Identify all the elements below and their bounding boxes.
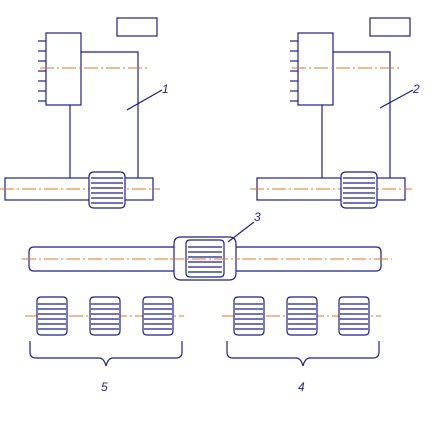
gear-set-4-gear-a <box>233 296 265 336</box>
assembly-1-frame <box>81 51 139 178</box>
gear-set-5-gear-a <box>36 296 68 336</box>
assembly-1-head <box>45 32 82 106</box>
assembly-2-head <box>297 32 334 106</box>
gear-set-4-gear-b <box>286 296 318 336</box>
label-4: 4 <box>298 380 305 394</box>
assembly-2-gear <box>340 171 378 209</box>
assembly-3-shaft <box>28 246 382 272</box>
assembly-2-frame <box>333 51 391 178</box>
assembly-1-gear <box>88 171 126 209</box>
gear-set-4-gear-c <box>338 296 370 336</box>
label-1: 1 <box>162 82 169 96</box>
label-5: 5 <box>101 380 108 394</box>
gear-set-4: 4 <box>222 296 381 394</box>
label-2: 2 <box>412 82 420 96</box>
gear-set-5-brace <box>29 341 183 367</box>
assembly-1-leader <box>126 89 163 111</box>
assembly-2-leader <box>379 89 414 109</box>
label-3: 3 <box>254 210 261 224</box>
assembly-3-leader <box>227 221 255 243</box>
gear-set-5: 5 <box>25 296 184 394</box>
gear-set-4-brace <box>226 341 380 367</box>
assembly-1-pins <box>38 40 46 102</box>
assembly-3: 3 <box>22 210 392 281</box>
gear-set-5-gear-b <box>89 296 121 336</box>
assembly-1-tag-box <box>116 17 158 37</box>
gear-set-5-gear-c <box>142 296 174 336</box>
assembly-1: 1 <box>0 17 169 209</box>
assembly-2-pins <box>290 40 298 102</box>
assembly-2-tag-box <box>369 17 411 37</box>
assembly-2: 2 <box>250 17 420 209</box>
